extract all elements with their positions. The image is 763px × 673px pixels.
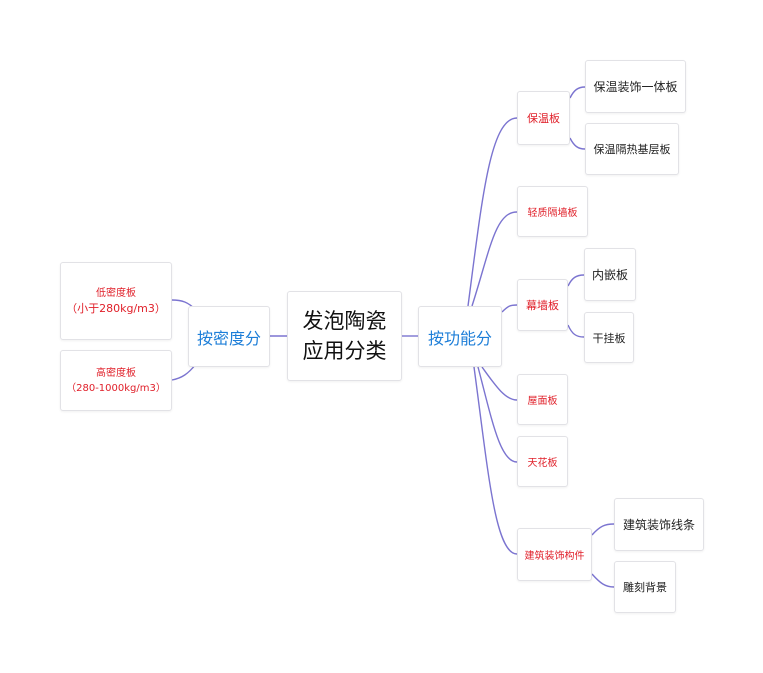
connector: [569, 137, 586, 150]
node-decor-component[interactable]: 建筑装饰构件: [517, 528, 592, 581]
node-label: 建筑装饰构件: [524, 551, 585, 562]
node-label: 保温板: [527, 112, 560, 125]
node-label: 低密度板: [96, 288, 136, 299]
node-carved-background[interactable]: 雕刻背景: [614, 561, 676, 613]
node-label: 幕墙板: [526, 299, 559, 312]
node-label: 屋面板: [527, 396, 558, 407]
node-label: 保温隔热基层板: [593, 143, 671, 156]
node-insulation-board[interactable]: 保温板: [517, 91, 570, 145]
node-label: 按功能分: [427, 328, 492, 348]
connector: [567, 324, 585, 338]
node-dry-hang-board[interactable]: 干挂板: [584, 312, 634, 363]
node-low-density[interactable]: 低密度板 （小于280kg/m3）: [60, 262, 172, 340]
connector: [477, 366, 518, 463]
node-label: 建筑装饰线条: [622, 518, 695, 532]
node-insulation-base-board[interactable]: 保温隔热基层板: [585, 123, 679, 175]
node-label: 内嵌板: [591, 268, 628, 282]
node-insulation-decor-board[interactable]: 保温装饰一体板: [585, 60, 686, 113]
node-detail: （小于280kg/m3）: [66, 302, 166, 315]
node-label: 轻质隔墙板: [527, 208, 578, 219]
node-ceiling-board[interactable]: 天花板: [517, 436, 568, 487]
node-detail: （280-1000kg/m3）: [66, 382, 166, 394]
node-label: 高密度板: [96, 367, 136, 379]
connector: [481, 366, 518, 401]
connector: [501, 304, 518, 313]
node-inlay-board[interactable]: 内嵌板: [584, 248, 636, 301]
connector: [569, 86, 586, 99]
node-label: 保温装饰一体板: [593, 80, 678, 94]
connector: [567, 274, 585, 287]
root-node[interactable]: 发泡陶瓷 应用分类: [287, 291, 402, 381]
node-roof-board[interactable]: 屋面板: [517, 374, 568, 425]
root-title-line2: 应用分类: [302, 339, 387, 363]
node-by-function[interactable]: 按功能分: [418, 306, 502, 367]
connector: [467, 117, 518, 307]
connector: [591, 573, 615, 588]
node-label: 按密度分: [196, 328, 261, 348]
connector: [471, 211, 518, 307]
root-title-line1: 发泡陶瓷: [302, 309, 387, 333]
connector: [591, 523, 615, 536]
node-label: 天花板: [527, 458, 558, 469]
connector: [473, 366, 518, 555]
node-by-density[interactable]: 按密度分: [188, 306, 270, 367]
node-label: 干挂板: [592, 331, 626, 345]
node-partition-board[interactable]: 轻质隔墙板: [517, 186, 588, 237]
node-high-density[interactable]: 高密度板 （280-1000kg/m3）: [60, 350, 172, 411]
node-decor-molding[interactable]: 建筑装饰线条: [614, 498, 704, 551]
node-curtain-wall-board[interactable]: 幕墙板: [517, 279, 568, 331]
node-label: 雕刻背景: [623, 581, 667, 594]
